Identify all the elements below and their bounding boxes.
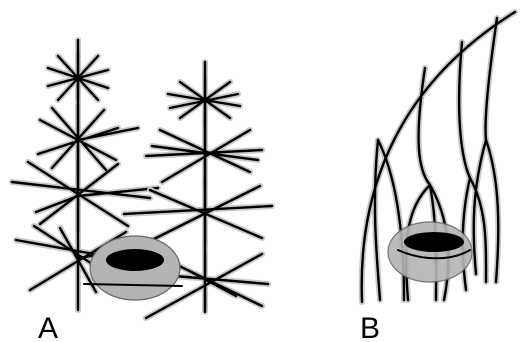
panel-a-label: A — [38, 312, 58, 342]
panel-b-nest-cavity — [404, 232, 464, 252]
panel-b-nest — [388, 222, 472, 282]
panel-a-nest-cavity — [106, 249, 164, 271]
panel-a: A — [12, 40, 272, 342]
panel-b: B — [360, 12, 515, 342]
panel-b-label: B — [360, 312, 380, 342]
